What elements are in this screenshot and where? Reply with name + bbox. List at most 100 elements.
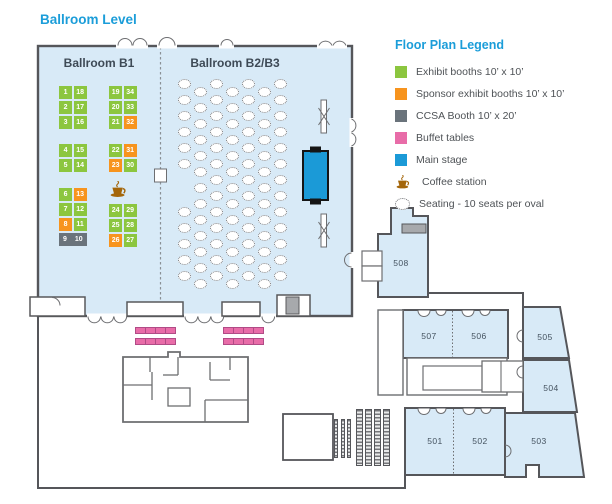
page-title: Ballroom Level [40,12,137,27]
seating-oval [274,207,287,217]
seating-oval [210,159,223,169]
booth-16: 16 [73,116,87,130]
seating-oval [258,183,271,193]
room-501-label: 501 [427,436,443,446]
seating-oval [210,143,223,153]
seating-oval [210,223,223,233]
stage-swatch [395,154,407,166]
booth-7: 7 [59,203,73,217]
legend-item-label: CCSA Booth 10’ x 20’ [416,110,517,122]
rooms-501-502-doors [417,408,492,415]
legend-item: CCSA Booth 10’ x 20’ [395,105,607,127]
booth-27: 27 [123,234,137,248]
escalator [356,409,363,466]
room-506-label: 506 [471,331,487,341]
booth-20: 20 [109,101,123,115]
seating-oval [274,191,287,201]
prefunction-boundary-wall [37,316,406,489]
escalator [365,409,372,466]
seating-oval [242,127,255,137]
booth-21: 21 [109,116,123,130]
seating-oval [258,167,271,177]
seating-oval [178,111,191,121]
room-505-door-arc [516,329,524,343]
legend-item: Coffee station [395,171,607,193]
booth-25: 25 [109,219,123,233]
room-503-label: 503 [531,436,547,446]
vestibule-door-arc [51,297,61,306]
seating-oval [242,271,255,281]
booth-19: 19 [109,86,123,100]
room-507-label: 507 [421,331,437,341]
seating-oval [226,151,239,161]
seating-oval [226,279,239,289]
seating-oval [226,199,239,209]
seating-oval [274,271,287,281]
ballroom-b2b3-label: Ballroom B2/B3 [190,56,280,70]
seating-oval [258,279,271,289]
booth-5: 5 [59,159,73,173]
seating-oval [226,183,239,193]
door-arcs [87,37,357,324]
booth-30: 30 [123,159,137,173]
room-505-outline [522,306,571,359]
escalator [340,419,345,458]
corridor-wall [428,292,524,307]
seating-oval [274,223,287,233]
stage-step-top [310,146,321,153]
seating-oval [178,207,191,217]
booth-4: 4 [59,144,73,158]
seating-oval [274,143,287,153]
seating-oval [210,271,223,281]
room-508-label: 508 [393,258,409,268]
seating-oval [194,199,207,209]
legend-item: Sponsor exhibit booths 10’ x 10’ [395,83,607,105]
rooms-501-502-outline [404,407,506,476]
seating-oval [226,167,239,177]
legend-item-label: Exhibit booths 10’ x 10’ [416,66,524,78]
booth-31: 31 [123,144,137,158]
seating-oval [194,183,207,193]
booth-13: 13 [73,188,87,202]
seating-oval [210,207,223,217]
booth-32: 32 [123,116,137,130]
escalator [383,409,390,466]
seating-oval [242,207,255,217]
seating-oval [226,215,239,225]
seating-oval [274,175,287,185]
booth-1: 1 [59,86,73,100]
seating-oval [242,79,255,89]
seating-oval [242,191,255,201]
coffee-station-icon [396,175,410,189]
ccsa-swatch [395,110,407,122]
seating-oval [178,223,191,233]
booth-22: 22 [109,144,123,158]
booth-34: 34 [123,86,137,100]
seating-oval [258,103,271,113]
booth-33: 33 [123,101,137,115]
booth-2: 2 [59,101,73,115]
seating-oval [242,223,255,233]
projection-screens [318,99,330,248]
door-openings [87,43,355,319]
seating-oval [226,119,239,129]
service-closet-equipment [285,296,300,315]
seating-oval [194,215,207,225]
seating-oval [274,111,287,121]
coffee-station-icon [110,180,126,197]
seating-oval [274,95,287,105]
escalator [347,419,351,458]
seating-oval [258,151,271,161]
back-of-house [122,351,249,423]
seating-oval [258,135,271,145]
buffet-table [253,327,264,334]
seating-oval [226,135,239,145]
wall-cabinet [154,168,167,183]
seating-oval [194,263,207,273]
room-503-door-arc [504,444,512,458]
booth-6: 6 [59,188,73,202]
seating-oval [242,95,255,105]
corridor-cabinet-2 [361,265,383,282]
seating-oval [274,239,287,249]
